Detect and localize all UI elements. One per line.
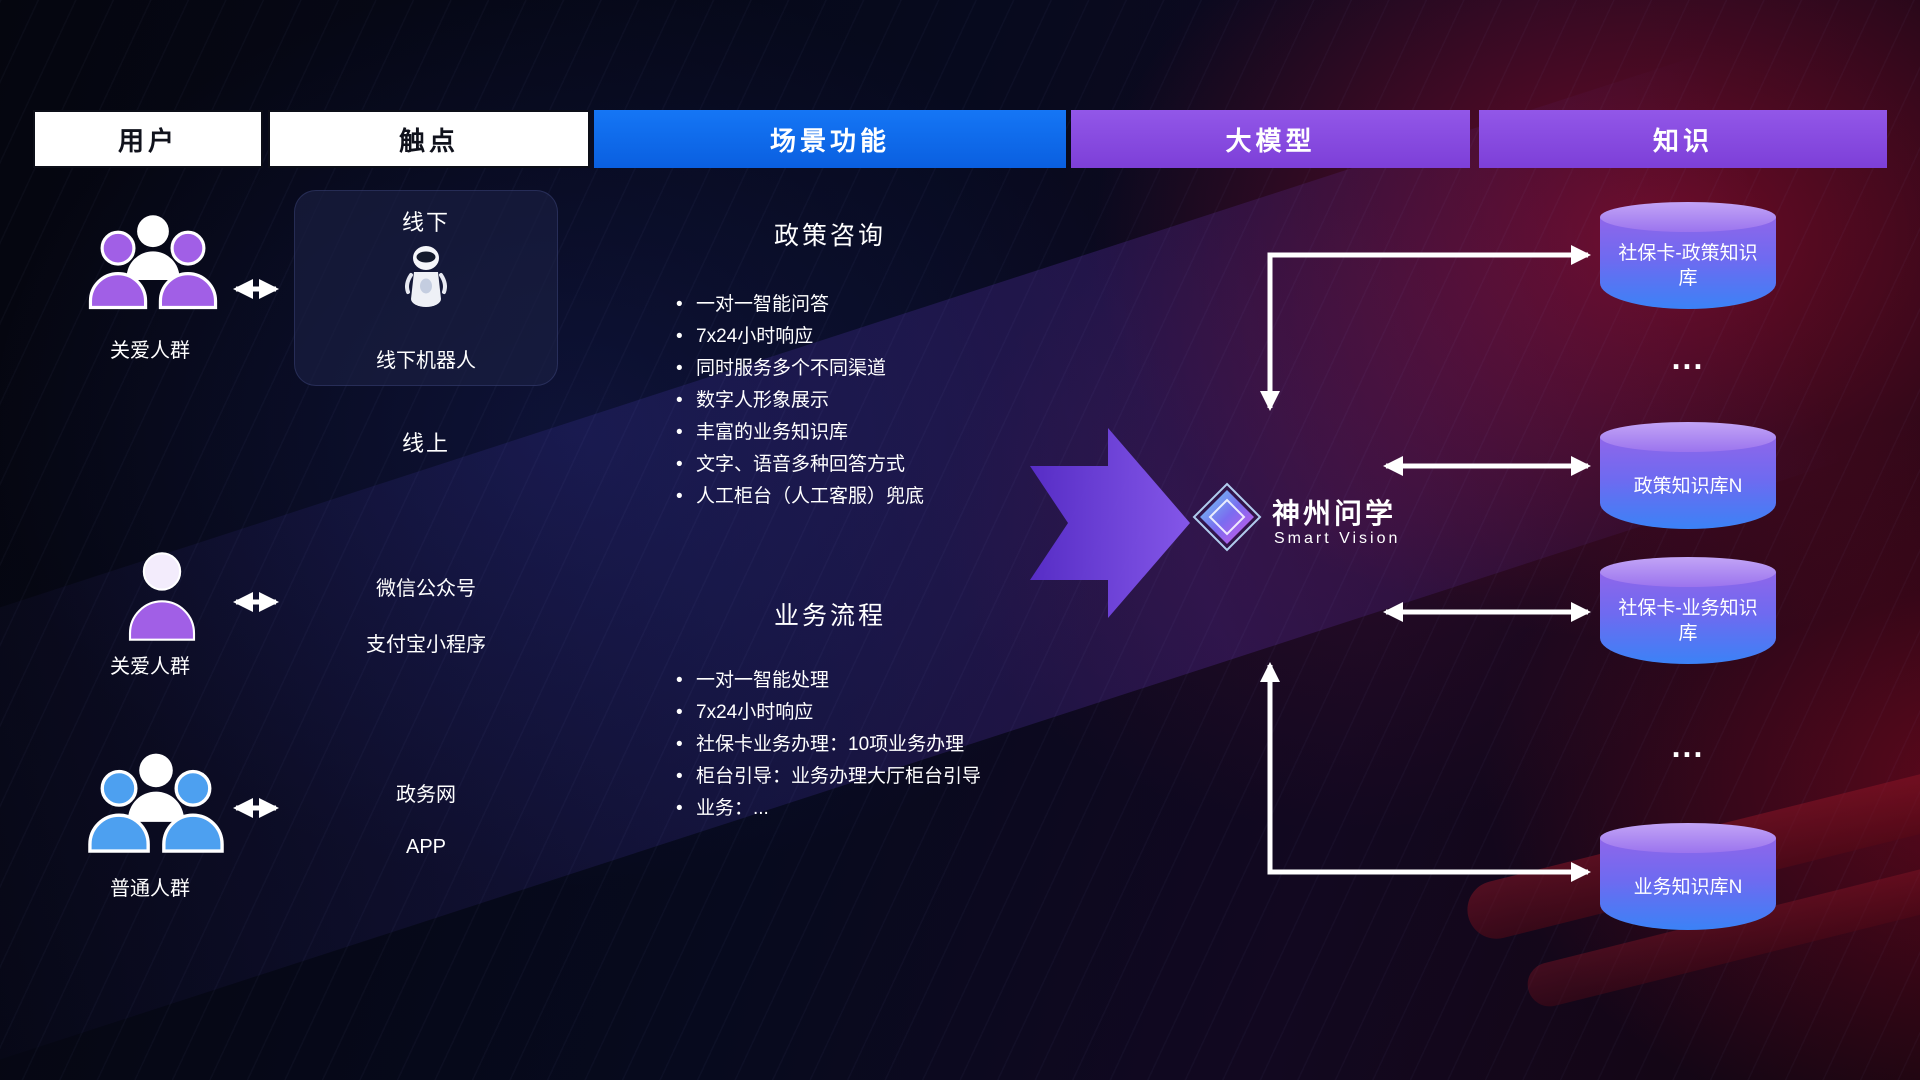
- policy-feature-list: 一对一智能问答 7x24小时响应 同时服务多个不同渠道 数字人形象展示 丰富的业…: [676, 289, 924, 513]
- flow-arrow-icon: [1030, 428, 1190, 618]
- offline-robot-label: 线下机器人: [376, 350, 476, 372]
- general-group-label: 普通人群: [110, 878, 190, 900]
- list-item: 7x24小时响应: [676, 321, 924, 353]
- list-item: 柜台引导：业务办理大厅柜台引导: [676, 761, 981, 793]
- list-item: 一对一智能处理: [676, 665, 981, 697]
- list-item: 数字人形象展示: [676, 385, 924, 417]
- list-item: 社保卡业务办理：10项业务办理: [676, 729, 981, 761]
- touchpoint-gov-web: 政务网: [396, 784, 456, 806]
- column-header-touchpoints: 触点: [268, 110, 590, 168]
- list-item: 丰富的业务知识库: [676, 417, 924, 449]
- bidirectional-arrow-icon: [233, 279, 279, 299]
- list-item: 文字、语音多种回答方式: [676, 449, 924, 481]
- touchpoint-alipay: 支付宝小程序: [366, 634, 486, 656]
- business-section-title: 业务流程: [773, 602, 886, 630]
- column-header-users: 用户: [33, 110, 263, 168]
- knowledge-db-policy-social: 社保卡-政策知识库: [1600, 202, 1776, 309]
- db-label: 业务知识库N: [1600, 838, 1776, 930]
- offline-touchpoint-card: 线下 线下机器人: [294, 190, 558, 386]
- cylinder-top: [1600, 422, 1776, 452]
- general-group-icon: [88, 753, 224, 853]
- bidirectional-arrow-icon: [233, 592, 279, 612]
- db-label: 社保卡-业务知识库: [1600, 572, 1776, 664]
- policy-section-title: 政策咨询: [773, 222, 886, 250]
- list-item: 业务：...: [676, 793, 981, 825]
- online-title: 线上: [401, 431, 450, 456]
- list-item: 同时服务多个不同渠道: [676, 353, 924, 385]
- list-item: 人工柜台（人工客服）兜底: [676, 481, 924, 513]
- db-label: 政策知识库N: [1600, 437, 1776, 529]
- care-single-label: 关爱人群: [110, 656, 190, 678]
- column-header-scenario: 场景功能: [594, 110, 1066, 168]
- brand-name: 神州问学: [1272, 498, 1397, 529]
- care-single-icon: [128, 552, 196, 641]
- knowledge-db-business-n: 业务知识库N: [1600, 823, 1776, 930]
- column-header-knowledge: 知识: [1479, 110, 1887, 168]
- cylinder-top: [1600, 202, 1776, 232]
- brand-subtitle: Smart Vision: [1274, 530, 1401, 547]
- offline-title: 线下: [401, 210, 450, 235]
- knowledge-db-policy-n: 政策知识库N: [1600, 422, 1776, 529]
- ellipsis: ...: [1671, 340, 1705, 376]
- touchpoint-app: APP: [405, 836, 447, 858]
- list-item: 一对一智能问答: [676, 289, 924, 321]
- cylinder-top: [1600, 823, 1776, 853]
- robot-icon: [405, 246, 447, 307]
- care-group-icon: [88, 215, 218, 310]
- knowledge-db-business-social: 社保卡-业务知识库: [1600, 557, 1776, 664]
- care-group-label: 关爱人群: [110, 340, 190, 362]
- brand-logo-icon: [1192, 482, 1262, 552]
- db-label: 社保卡-政策知识库: [1600, 217, 1776, 309]
- list-item: 7x24小时响应: [676, 697, 981, 729]
- cylinder-top: [1600, 557, 1776, 587]
- touchpoint-wechat: 微信公众号: [376, 578, 476, 600]
- bidirectional-arrow-icon: [233, 798, 279, 818]
- column-header-model: 大模型: [1071, 110, 1470, 168]
- business-feature-list: 一对一智能处理 7x24小时响应 社保卡业务办理：10项业务办理 柜台引导：业务…: [676, 665, 981, 825]
- ellipsis: ...: [1671, 728, 1705, 764]
